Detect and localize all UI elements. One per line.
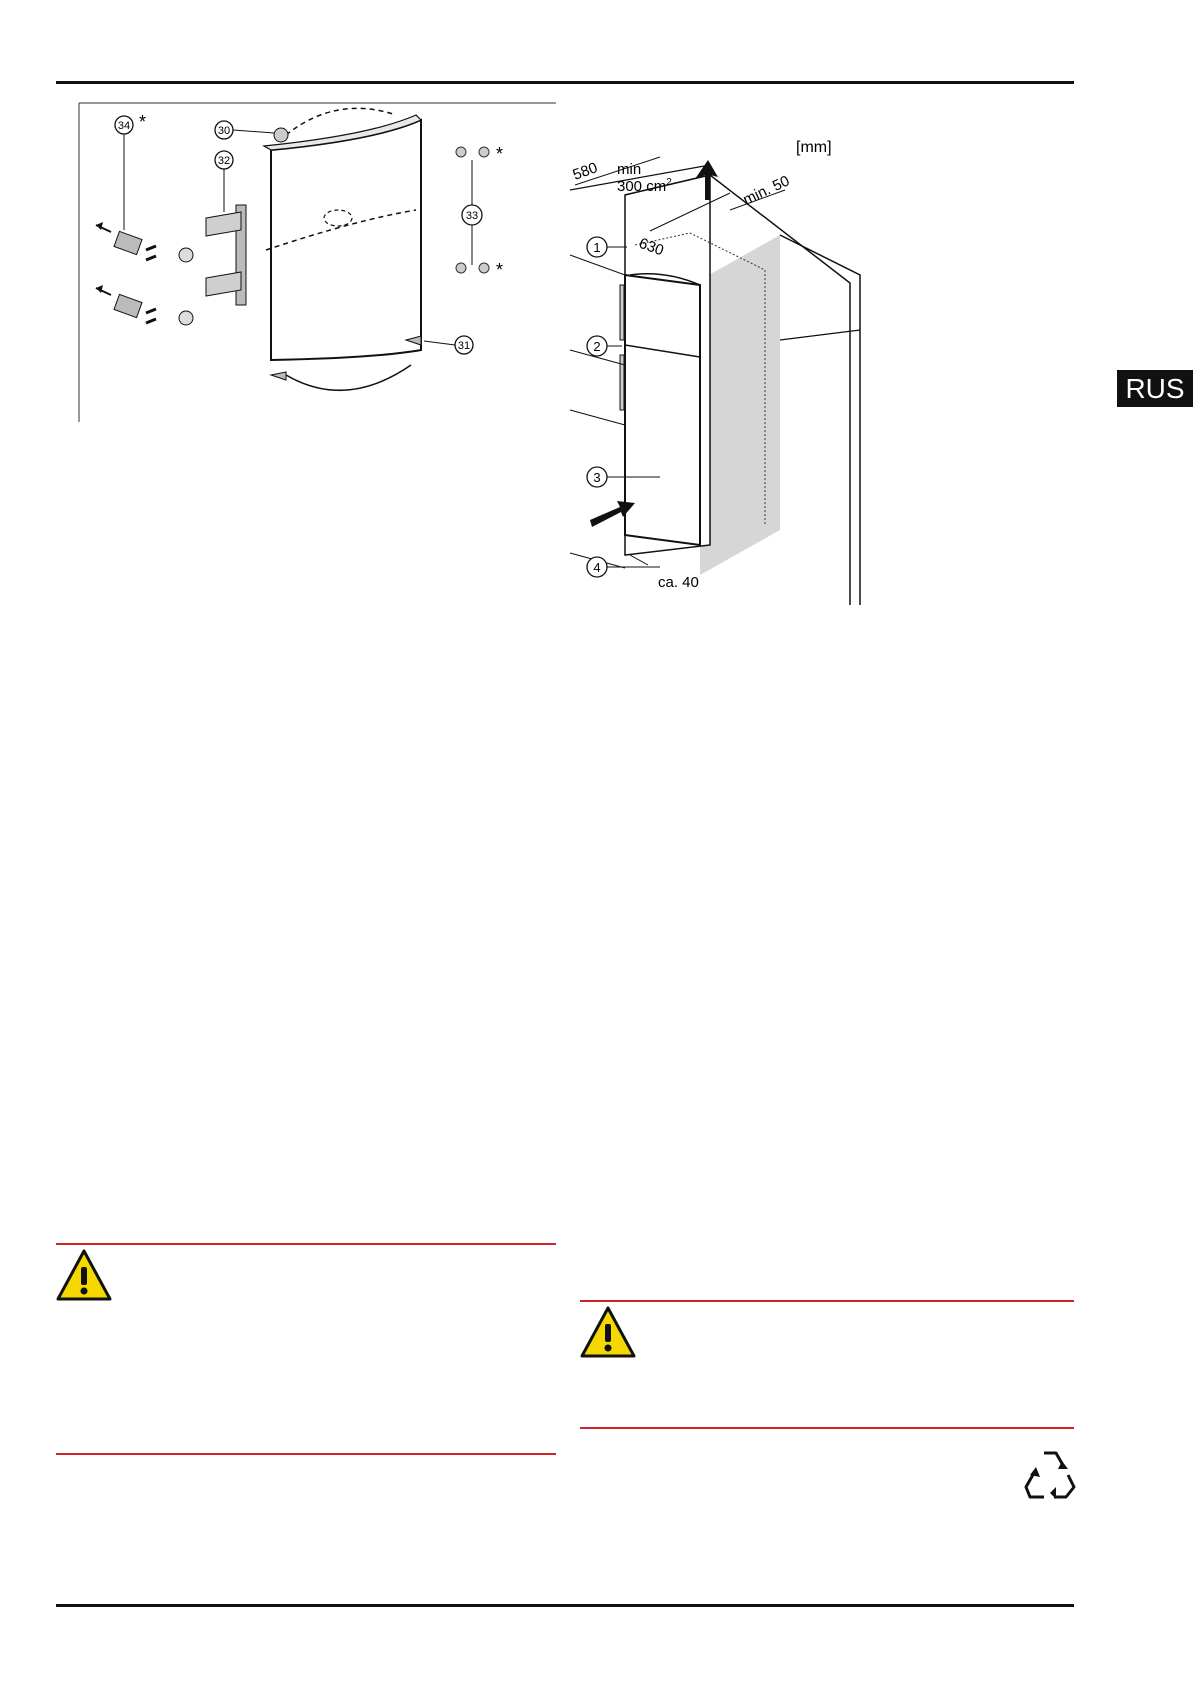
depth-dimension: 580 [571, 159, 600, 184]
svg-text:*: * [496, 144, 503, 164]
gap-top-dimension: min. 50 [741, 172, 793, 208]
svg-text:31: 31 [458, 340, 470, 352]
callout-31: 31 [423, 335, 474, 355]
installation-callouts: 1 2 3 4 [586, 236, 660, 578]
language-tab: RUS [1117, 370, 1193, 407]
door-reversal-figure: 34 * 30 32 33 * * 31 [78, 102, 556, 422]
svg-text:4: 4 [593, 560, 600, 575]
header-rule [56, 81, 1074, 84]
warning-rule-top-left [56, 1243, 556, 1245]
vent-area-label: 300 cm2 [617, 177, 672, 195]
callout-1: 1 [586, 236, 627, 258]
svg-text:34: 34 [118, 120, 130, 132]
callout-30: 30 [214, 120, 275, 140]
recycle-icon [1024, 1451, 1076, 1499]
callout-32: 32 [214, 150, 234, 212]
vent-min-label: min [617, 161, 641, 178]
svg-text:3: 3 [593, 470, 600, 485]
warning-rule-bottom-right [580, 1427, 1074, 1429]
svg-text:1: 1 [593, 240, 600, 255]
warning-icon [580, 1306, 636, 1358]
gap-bottom-dimension: ca. 40 [658, 574, 699, 591]
callout-4: 4 [586, 556, 660, 578]
svg-text:30: 30 [218, 125, 230, 137]
warning-rule-bottom-left [56, 1453, 556, 1455]
callout-34: 34 * [114, 112, 146, 230]
callout-33: 33 * * [461, 144, 503, 280]
warning-icon [56, 1249, 112, 1301]
installation-figure: [mm] 580 min 300 cm2 630 min. 50 ca. 40 [569, 139, 861, 605]
callout-3: 3 [586, 466, 660, 488]
svg-text:*: * [139, 112, 146, 132]
callout-2: 2 [586, 335, 622, 357]
svg-text:32: 32 [218, 155, 230, 167]
svg-text:2: 2 [593, 339, 600, 354]
warning-rule-top-right [580, 1300, 1074, 1302]
svg-text:*: * [496, 260, 503, 280]
svg-text:33: 33 [466, 210, 478, 222]
footer-rule [56, 1604, 1074, 1607]
unit-label: [mm] [796, 139, 832, 156]
